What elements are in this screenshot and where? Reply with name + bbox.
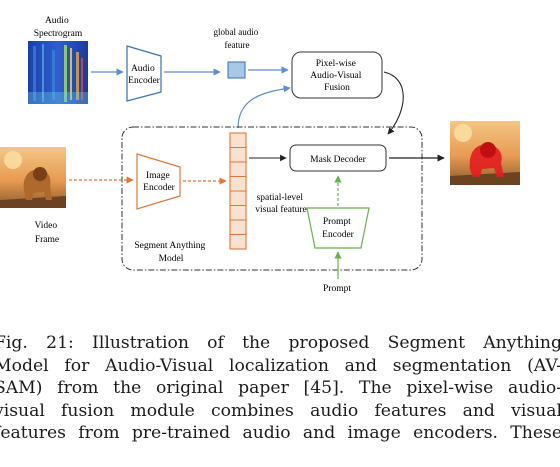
- pixel-wise-fusion-box: Pixel-wise Audio-Visual Fusion: [291, 51, 383, 99]
- global-audio-feature-label: global audio feature: [214, 27, 261, 50]
- arrow-fusion-to-mask-decoder: [383, 71, 404, 135]
- spectrogram-image: [28, 41, 88, 104]
- caption-line: features from pre-trained audio and imag…: [0, 423, 560, 443]
- arrow-spatial-feature-to-fusion: [237, 85, 291, 129]
- spatial-feature-label: spatial-level visual feature: [255, 193, 306, 215]
- global-audio-feature-box: [227, 61, 246, 79]
- sam-region-label: Segment Anything Model: [134, 241, 207, 264]
- image-encoder: Image Encoder: [136, 153, 181, 210]
- svg-text:Mask Decoder: Mask Decoder: [310, 155, 366, 165]
- caption-line: Model for Audio-Visual localization and …: [0, 355, 560, 376]
- caption-line: Fig. 21: Illustration of the proposed Se…: [0, 333, 560, 353]
- spatial-feature-column: [229, 132, 247, 250]
- audio-spectrogram-label: Audio Spectrogram: [34, 16, 83, 39]
- figure-caption: Fig. 21: Illustration of the proposed Se…: [0, 332, 560, 445]
- caption-line: visual fusion module combines audio feat…: [0, 400, 560, 421]
- svg-text:Prompt Encoder: Prompt Encoder: [322, 217, 354, 240]
- svg-text:Audio Encoder: Audio Encoder: [128, 64, 160, 86]
- video-frame-image: [0, 147, 66, 208]
- sam-region: [121, 126, 423, 271]
- audio-encoder: Audio Encoder: [126, 45, 162, 102]
- prompt-label: Prompt: [323, 284, 351, 294]
- mask-decoder-box: Mask Decoder: [289, 144, 387, 172]
- caption-line: SAM) from the original paper [45]. The p…: [0, 378, 560, 398]
- svg-text:Pixel-wise Audio-Visual: Pixel-wise Audio-Visual Fusion: [310, 59, 364, 93]
- video-frame-label: Video Frame: [34, 221, 59, 245]
- svg-text:Image Encoder: Image Encoder: [143, 171, 175, 193]
- output-segmentation-image: [450, 121, 520, 185]
- prompt-encoder: Prompt Encoder: [306, 207, 370, 249]
- av-sam-diagram: Audio Spectrogram Audio Encoder global a…: [0, 16, 520, 294]
